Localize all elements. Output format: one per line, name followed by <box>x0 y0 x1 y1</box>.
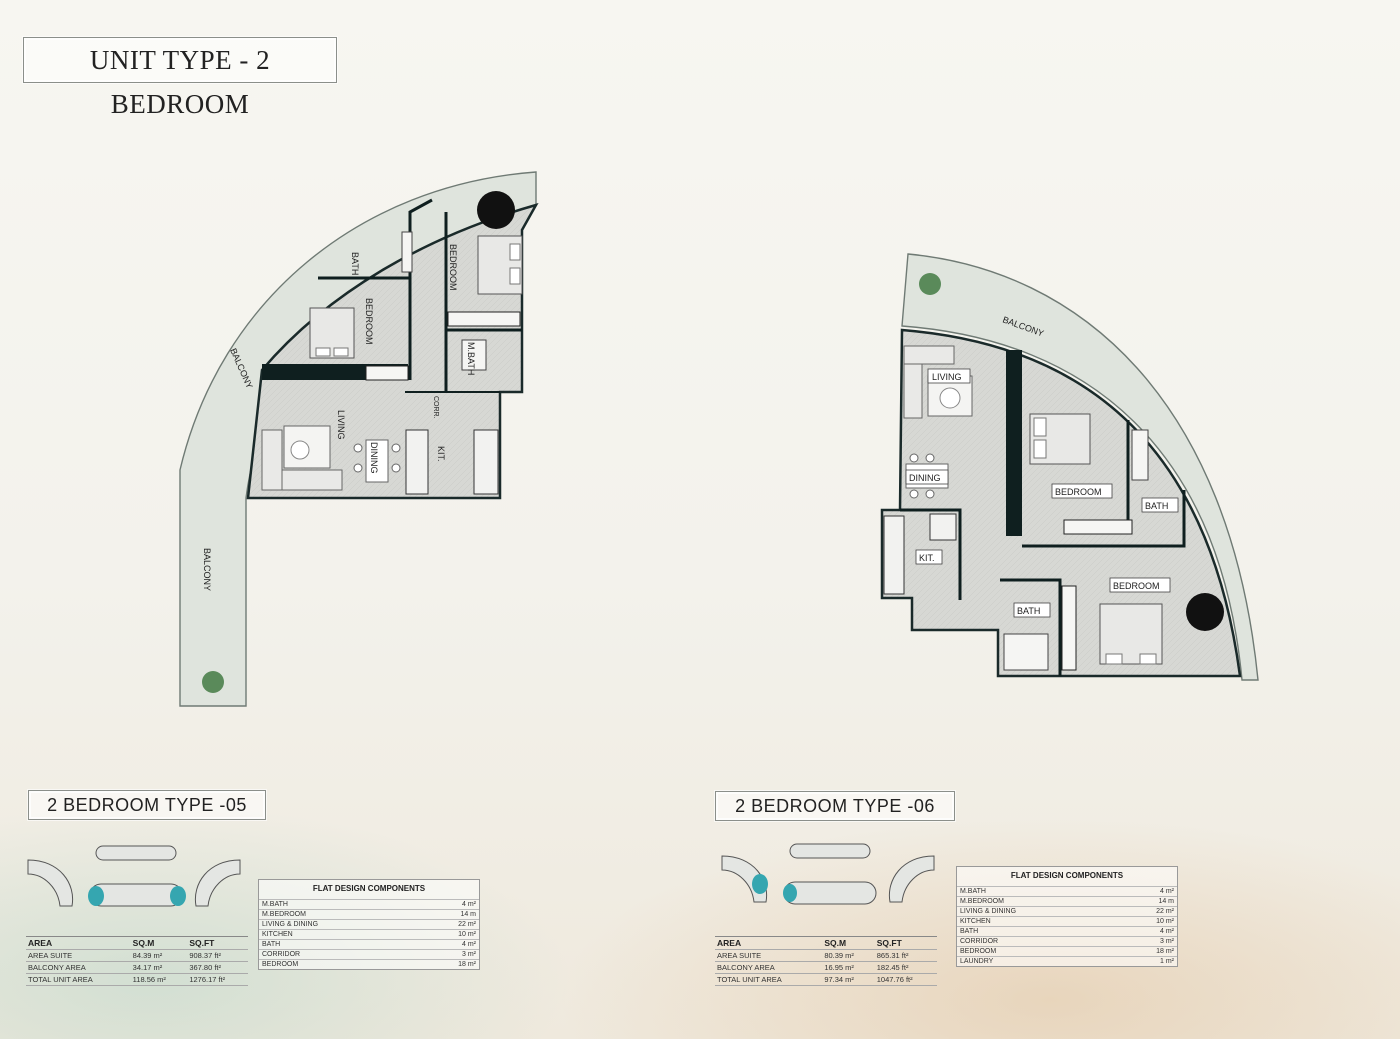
room-label-bedroom: BEDROOM <box>448 244 458 291</box>
wall <box>1022 490 1186 548</box>
balcony-band-right <box>901 253 1259 681</box>
room-label-balcony: BALCONY <box>202 548 212 591</box>
bath-fixture <box>461 339 487 371</box>
plan-type-05: BATH BEDROOM BEDROOM M.BATH BALCONY BALC… <box>179 171 539 707</box>
kitchen-counter <box>473 429 499 495</box>
kitchen-counter <box>405 429 429 495</box>
sofa-icon <box>261 425 343 491</box>
room-label-bath: BATH <box>1145 501 1168 511</box>
room-label-bath: BATH <box>1017 606 1040 616</box>
bed-icon <box>1029 413 1091 465</box>
plant-icon <box>202 671 224 693</box>
room-label-kitchen: KIT. <box>919 553 935 563</box>
bath-fixture <box>1003 633 1049 671</box>
room-label-living: LIVING <box>932 372 962 382</box>
table-row: BALCONY AREA 34.17 m² 367.80 ft² <box>26 961 248 974</box>
sqft-header: SQ.FT <box>187 936 248 950</box>
room-label-living: LIVING <box>336 410 346 440</box>
apartment-floor-left <box>246 202 539 500</box>
table-row: AREA SUITE 84.39 m² 908.37 ft² <box>26 949 248 962</box>
plant-icon <box>919 273 941 295</box>
table-row: AREA SUITE 80.39 m² 865.31 ft² <box>715 949 937 962</box>
wall <box>900 508 962 600</box>
room-label-kitchen: KIT. <box>436 446 446 462</box>
room-label-bedroom: BEDROOM <box>1113 581 1160 591</box>
table-row: BALCONY AREA 16.95 m² 182.45 ft² <box>715 961 937 974</box>
bath-fixture <box>401 231 413 273</box>
kitchen-counter <box>929 513 957 541</box>
bed-icon <box>309 307 355 359</box>
wardrobe <box>365 365 409 381</box>
sqm-header: SQ.M <box>130 936 188 950</box>
plan-type-06: BALCONY LIVING DINING KIT. BEDROOM BATH … <box>880 253 1259 681</box>
room-label-mbath: M.BATH <box>466 342 476 375</box>
area-header: AREA <box>715 936 823 950</box>
area-table-06: AREA SQ.M SQ.FT AREA SUITE 80.39 m² 865.… <box>715 936 937 986</box>
area-table-05: AREA SQ.M SQ.FT AREA SUITE 84.39 m² 908.… <box>26 936 248 986</box>
room-label-dining: DINING <box>369 442 379 474</box>
wardrobe <box>447 311 521 327</box>
table-row: TOTAL UNIT AREA 118.56 m² 1276.17 ft² <box>26 973 248 986</box>
column <box>477 191 515 229</box>
room-label-bedroom: BEDROOM <box>364 298 374 345</box>
sqft-header: SQ.FT <box>874 936 937 950</box>
sqm-header: SQ.M <box>822 936 875 950</box>
column <box>1186 593 1224 631</box>
type-label-05: 2 BEDROOM TYPE -05 <box>28 790 266 820</box>
bath-fixture <box>1131 429 1149 481</box>
key-plan-right <box>721 843 935 905</box>
page-title: UNIT TYPE - 2 BEDROOM <box>23 37 337 119</box>
components-title: FLAT DESIGN COMPONENTS <box>1010 871 1124 880</box>
dining-table-icon <box>353 439 401 483</box>
room-label-corridor: CORR. <box>432 396 439 419</box>
bed-icon <box>477 235 523 295</box>
room-label-bath: BATH <box>350 252 360 275</box>
wall <box>1006 350 1022 536</box>
bed-icon <box>1099 603 1163 665</box>
table-row: TOTAL UNIT AREA 97.34 m² 1047.76 ft² <box>715 973 937 986</box>
room-label-bedroom: BEDROOM <box>1055 487 1102 497</box>
area-header: AREA <box>26 936 131 950</box>
wall <box>1000 578 1062 676</box>
components-title: FLAT DESIGN COMPONENTS <box>312 884 426 893</box>
key-plan-left <box>27 845 241 907</box>
room-label-dining: DINING <box>909 473 941 483</box>
type-label-06: 2 BEDROOM TYPE -06 <box>715 791 955 821</box>
wardrobe <box>1061 585 1077 671</box>
wardrobe <box>1063 519 1133 535</box>
kitchen-counter <box>883 515 905 595</box>
